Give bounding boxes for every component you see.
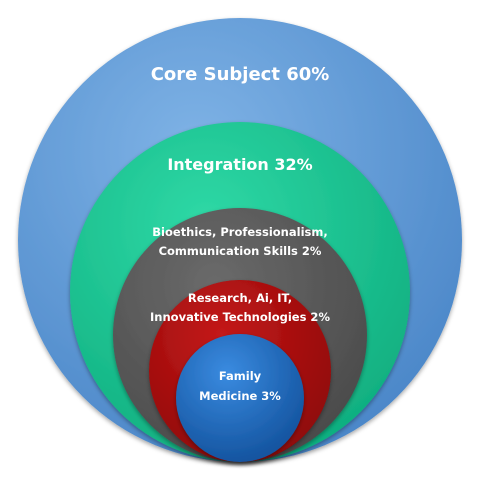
integration-label: Integration 32% [167, 155, 312, 174]
bioethics-label-line-1: Bioethics, Professionalism, [152, 225, 327, 239]
family-medicine-circle [176, 334, 304, 462]
research-label-line-1: Research, Ai, IT, [188, 291, 292, 305]
family-medicine-label-line-1: Family [219, 369, 262, 383]
family-medicine-label-line-2: Medicine 3% [199, 389, 281, 403]
research-label-line-2: Innovative Technologies 2% [150, 310, 330, 324]
bioethics-label-line-2: Communication Skills 2% [159, 244, 322, 258]
core-subject-label: Core Subject 60% [151, 64, 330, 85]
